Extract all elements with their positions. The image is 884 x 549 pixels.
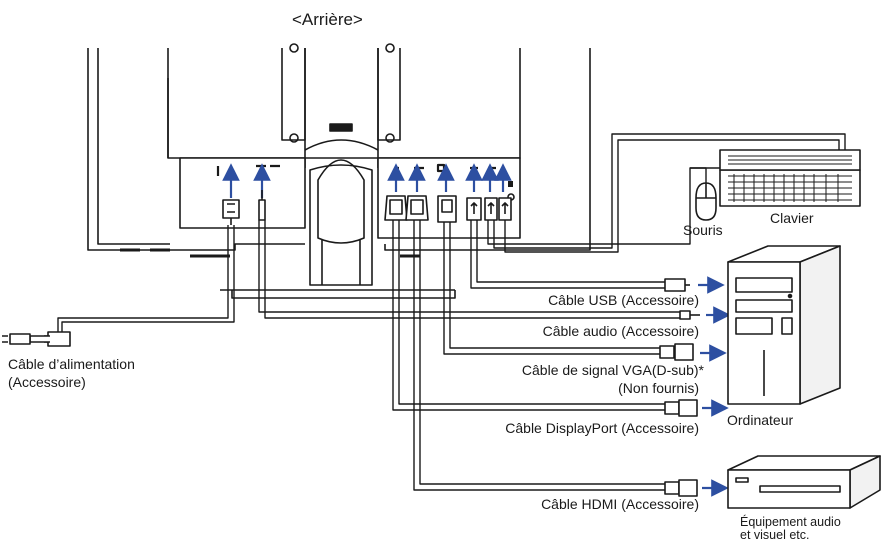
mouse-label: Souris <box>683 222 723 238</box>
cables <box>57 133 846 491</box>
displayport-cable-label: Câble DisplayPort (Accessoire) <box>505 420 699 436</box>
keyboard-label: Clavier <box>770 210 814 226</box>
left-port-panel <box>179 157 306 229</box>
av-equipment-label-note: et visuel etc. <box>740 528 810 542</box>
av-equipment-label: Équipement audio <box>740 515 841 529</box>
power-plug <box>2 331 71 347</box>
vga-cable-label-note: (Non fournis) <box>618 380 699 396</box>
power-cable-label-note: (Accessoire) <box>8 374 86 390</box>
cable-end-connectors <box>659 278 700 497</box>
mouse <box>695 182 717 221</box>
computer-tower <box>727 245 841 405</box>
usb-cable-label: Câble USB (Accessoire) <box>548 292 699 308</box>
keyboard <box>719 149 861 207</box>
vga-cable-label: Câble de signal VGA(D-sub)* <box>521 362 704 378</box>
power-cable-label: Câble d’alimentation <box>8 356 135 372</box>
hdmi-cable-label: Câble HDMI (Accessoire) <box>541 496 699 512</box>
right-port-panel <box>377 157 521 239</box>
page-title: <Arrière> <box>292 10 363 29</box>
av-equipment <box>727 455 881 509</box>
computer-label: Ordinateur <box>727 412 794 428</box>
audio-cable-label: Câble audio (Accessoire) <box>542 323 699 339</box>
direction-arrows <box>698 276 731 497</box>
monitor-back <box>87 43 591 299</box>
